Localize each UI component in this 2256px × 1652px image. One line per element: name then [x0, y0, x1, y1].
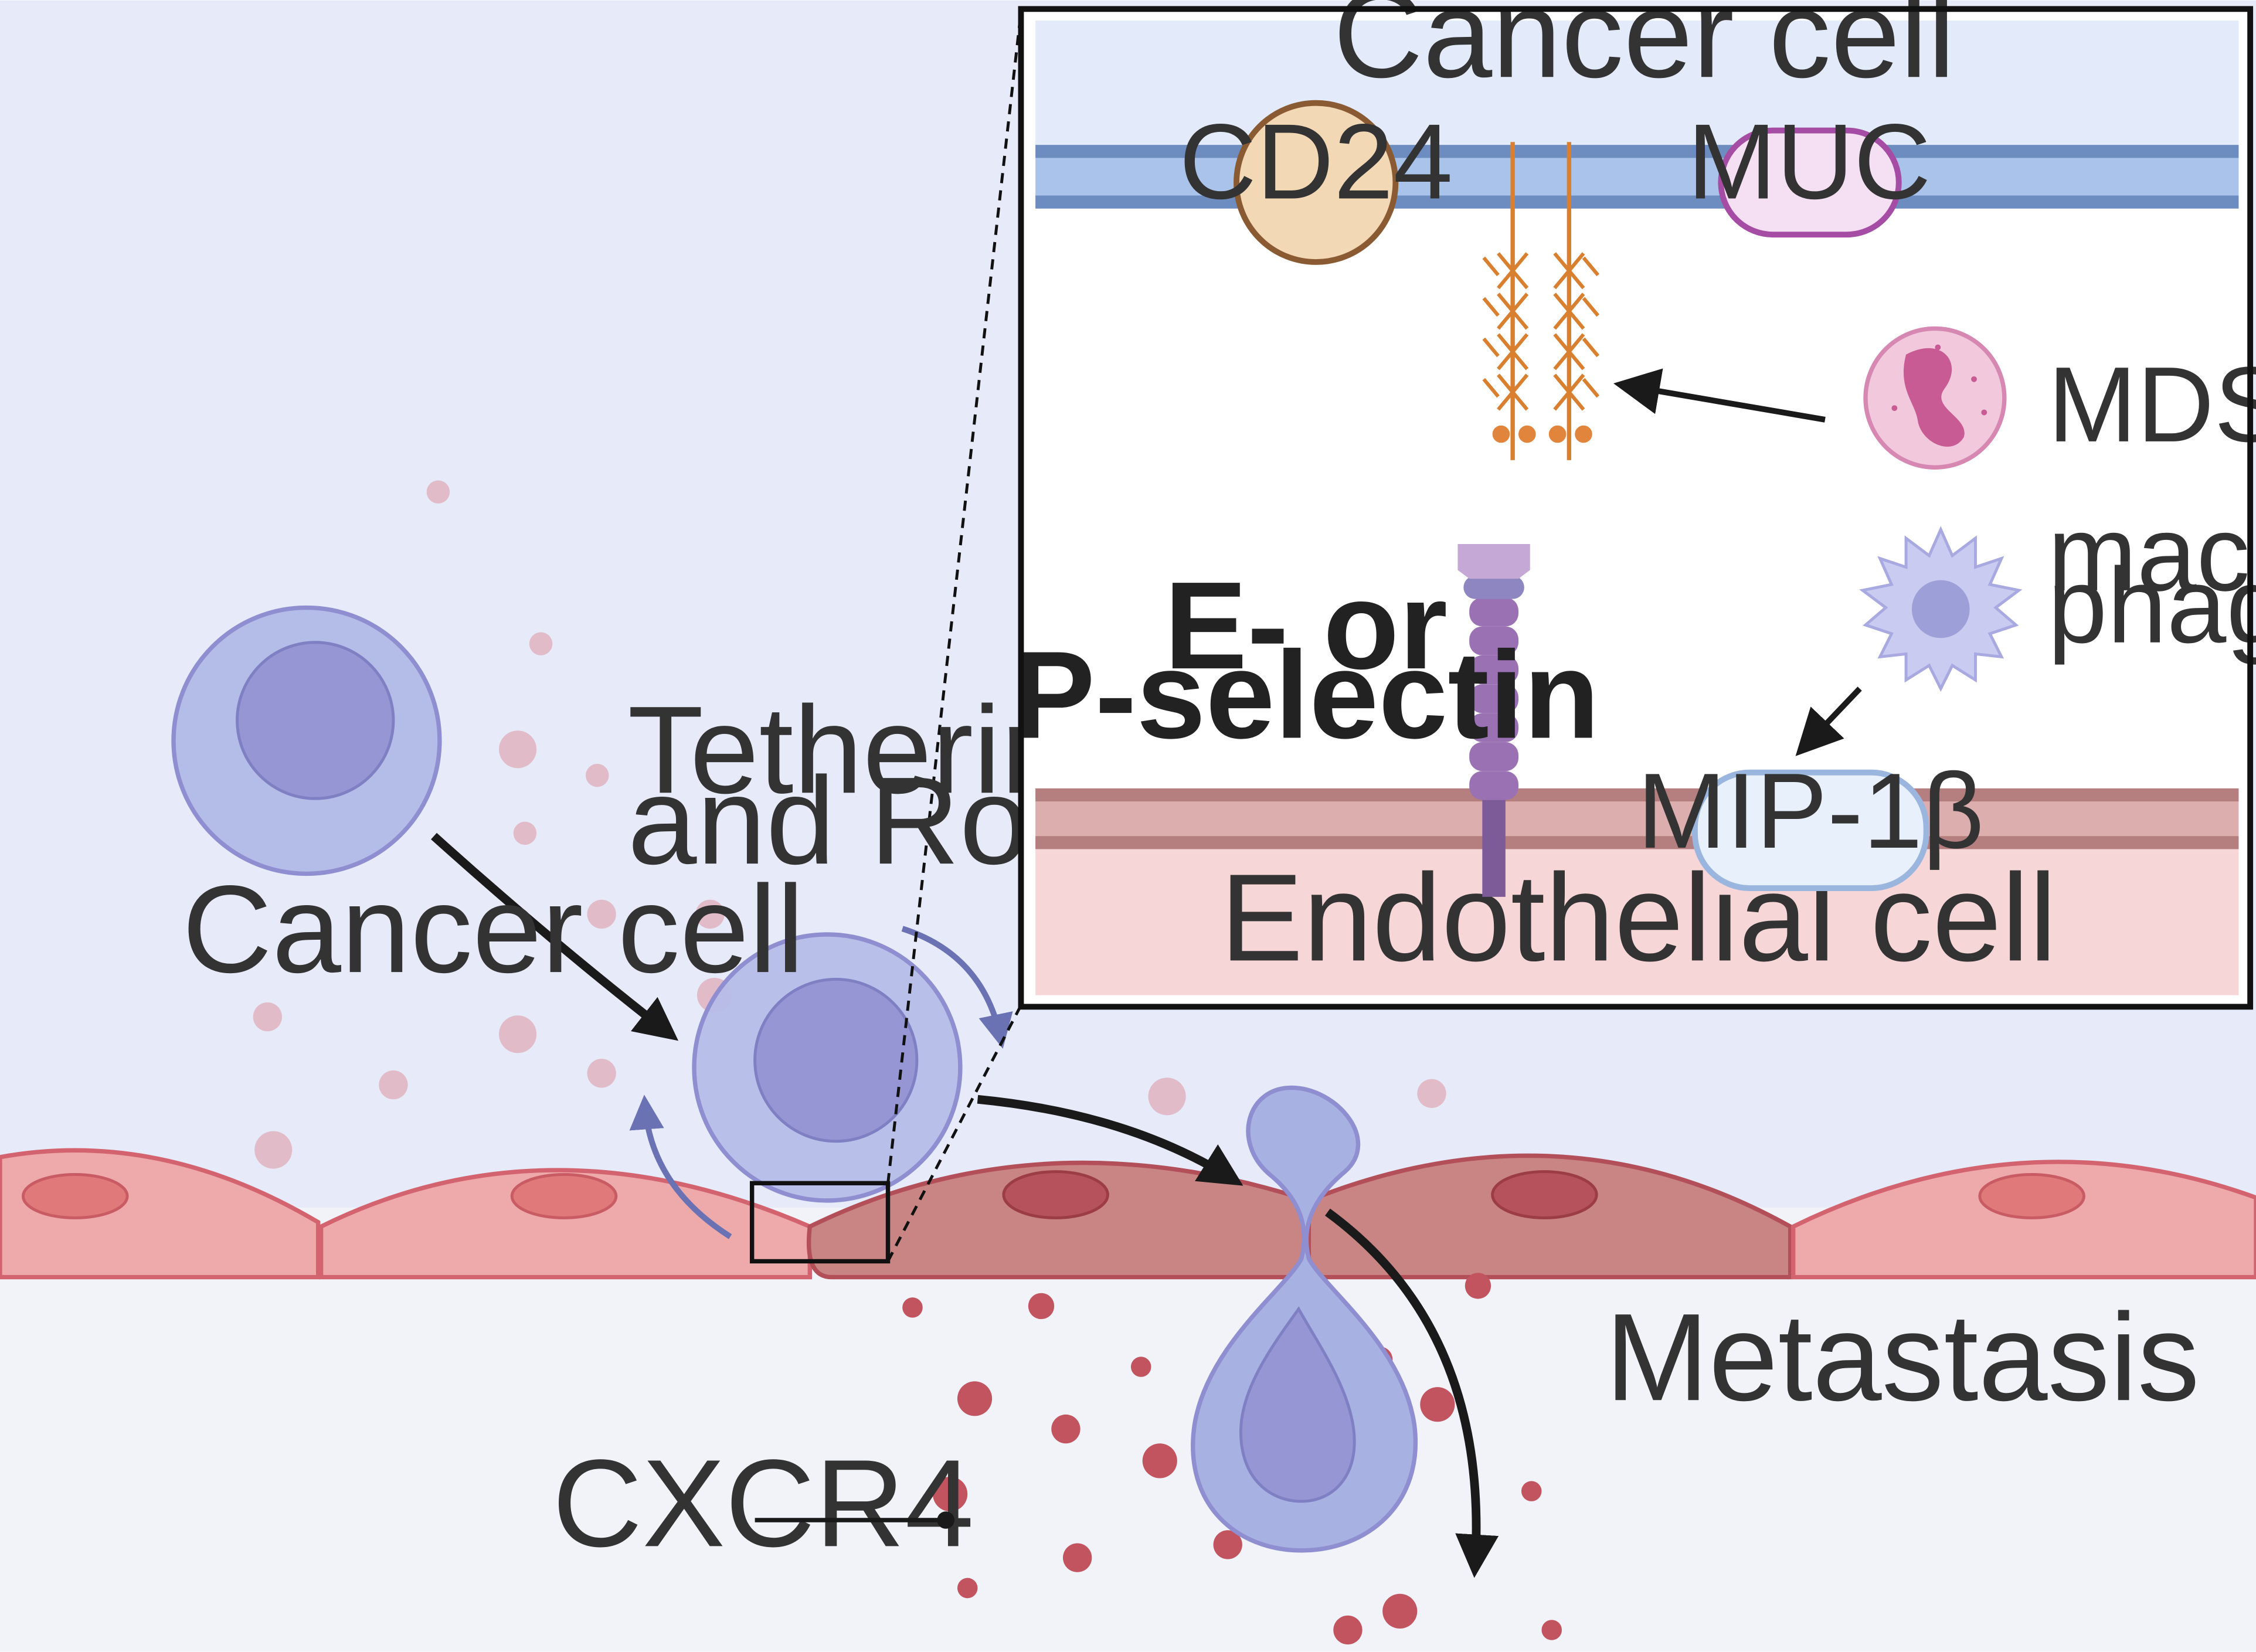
muc-receptor: MUC	[1687, 101, 1931, 238]
label-metastasis: Metastasis	[1605, 1287, 2200, 1426]
mip-1b-label: MIP-1β	[1637, 751, 1984, 871]
label-selectin-line2: P-selectin	[1012, 626, 1599, 764]
label-macrophage-line1: macro-	[2048, 494, 2256, 613]
selectin-receptor	[1457, 544, 1530, 897]
inset-panel: Cancer cell Endothelial cell CD24 MUC	[1012, 0, 2256, 1010]
mdsc-arrow	[1613, 368, 1826, 423]
inset-border	[1018, 6, 2254, 1010]
endothelial-layer	[0, 1148, 2256, 1280]
inset-cancer-cell-region	[1035, 21, 2239, 145]
extravasation-arrow	[977, 1094, 1243, 1186]
cancer-cell-rolling	[692, 932, 963, 1203]
label-macrophage-line2: phage	[2048, 546, 2256, 665]
cancer-cell-transmigrating	[1191, 1085, 1418, 1553]
label-selectin-line1: E- or	[1164, 556, 1448, 695]
cancer-cell-circulating	[171, 605, 442, 876]
inset-label-endothelial-cell: Endothelial cell	[1220, 848, 2057, 987]
inset-endothelial-region	[1035, 849, 2239, 995]
label-mdsc: MDSC	[2048, 345, 2256, 464]
label-cxcr4: CXCR4	[552, 1433, 974, 1572]
endothelial-cell	[318, 1168, 813, 1280]
endothelial-cell	[1790, 1160, 2256, 1280]
cd24-label: CD24	[1179, 101, 1453, 221]
zoom-leader-line	[886, 11, 1022, 1184]
glycoprotein-ligand	[1482, 142, 1600, 460]
tissue-space	[0, 1208, 2256, 1652]
endothelial-cell-activated	[806, 1160, 1312, 1280]
muc-label: MUC	[1687, 101, 1931, 221]
migration-arrow	[431, 832, 679, 1041]
glycan-caps	[1492, 425, 1592, 443]
mip-1b-receptor: MIP-1β	[1637, 751, 1984, 892]
macrophage-cell	[1859, 526, 2023, 692]
macrophage-arrow	[1795, 686, 1862, 756]
cxcr4-chemokines	[902, 1273, 1562, 1645]
zoom-region-box	[749, 1181, 891, 1264]
zoom-leader-line	[886, 1004, 1022, 1262]
rolling-arrow-right	[901, 926, 1013, 1049]
mdsc-cell	[1863, 326, 2007, 470]
metastasis-arrow	[1325, 1208, 1499, 1578]
label-cancer-cell: Cancer cell	[182, 859, 804, 998]
cd24-receptor: CD24	[1179, 100, 1453, 265]
cxcr4-pointer-dot	[937, 1511, 954, 1529]
inset-label-cancer-cell: Cancer cell	[1333, 0, 1955, 103]
lumen-chemokines	[253, 480, 1446, 1169]
rolling-arrow-left	[629, 1094, 732, 1239]
